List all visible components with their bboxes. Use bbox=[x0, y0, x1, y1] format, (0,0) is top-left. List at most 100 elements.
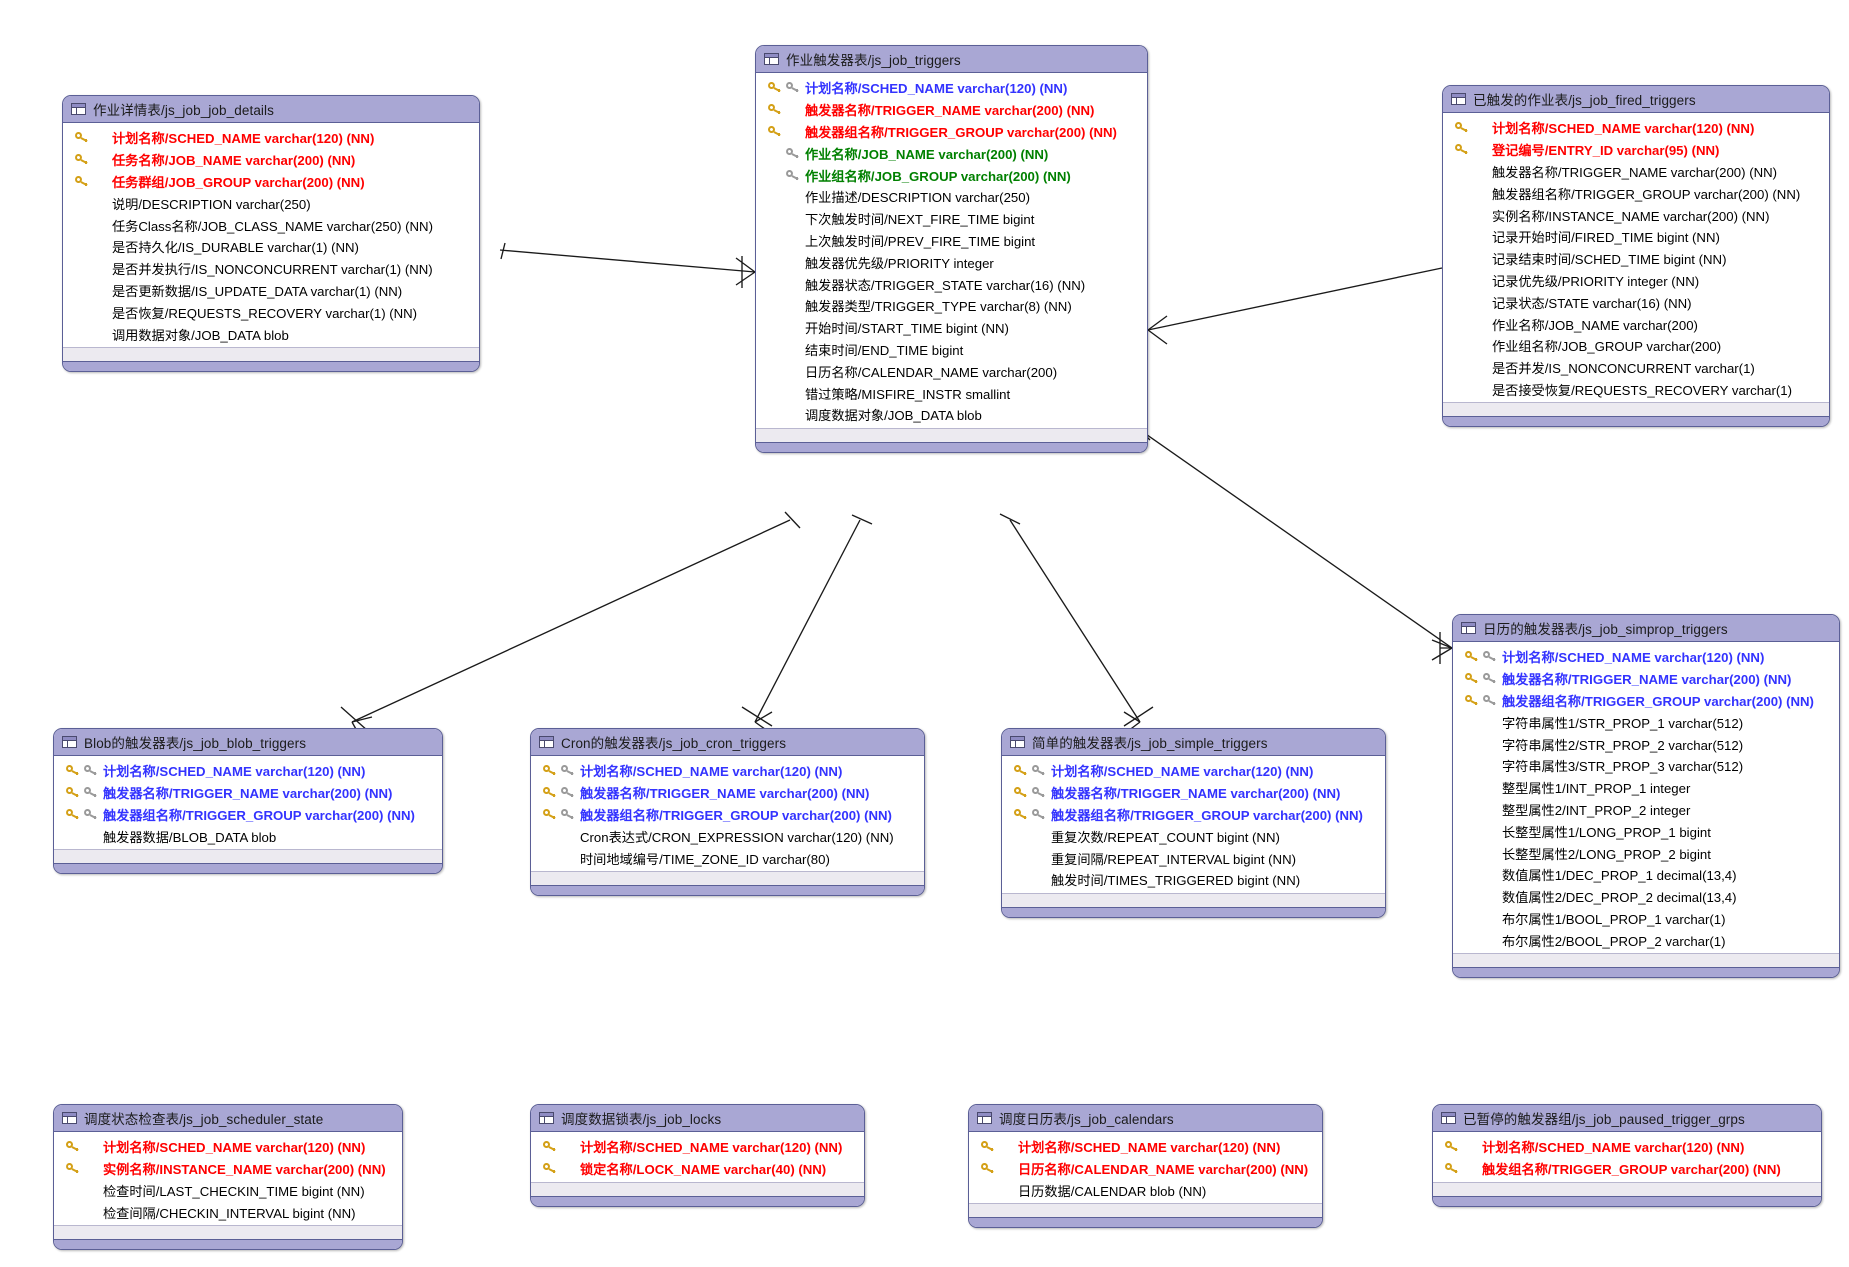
entity-header-simple_triggers[interactable]: 简单的触发器表/js_job_simple_triggers bbox=[1002, 729, 1385, 756]
entity-header-fired_triggers[interactable]: 已触发的作业表/js_job_fired_triggers bbox=[1443, 86, 1829, 113]
entity-header-scheduler_state[interactable]: 调度状态检查表/js_job_scheduler_state bbox=[54, 1105, 402, 1132]
attribute-row[interactable]: 触发器名称/TRIGGER_NAME varchar(200) (NN) bbox=[54, 782, 442, 804]
attribute-row[interactable]: 触发时间/TIMES_TRIGGERED bigint (NN) bbox=[1002, 869, 1385, 891]
attribute-row[interactable]: 调用数据对象/JOB_DATA blob bbox=[63, 323, 479, 345]
entity-locks[interactable]: 调度数据锁表/js_job_locks 计划名称/SCHED_NAME varch… bbox=[530, 1104, 865, 1207]
attribute-row[interactable]: 计划名称/SCHED_NAME varchar(120) (NN) bbox=[54, 1136, 402, 1158]
attribute-row[interactable]: 字符串属性3/STR_PROP_3 varchar(512) bbox=[1453, 755, 1839, 777]
entity-header-triggers[interactable]: 作业触发器表/js_job_triggers bbox=[756, 46, 1147, 73]
attribute-row[interactable]: 数值属性2/DEC_PROP_2 decimal(13,4) bbox=[1453, 886, 1839, 908]
attribute-row[interactable]: 布尔属性1/BOOL_PROP_1 varchar(1) bbox=[1453, 908, 1839, 930]
entity-header-cron_triggers[interactable]: Cron的触发器表/js_job_cron_triggers bbox=[531, 729, 924, 756]
entity-header-paused_trigger_grps[interactable]: 已暂停的触发器组/js_job_paused_trigger_grps bbox=[1433, 1105, 1821, 1132]
attribute-row[interactable]: 触发器组名称/TRIGGER_GROUP varchar(200) (NN) bbox=[1453, 690, 1839, 712]
attribute-row[interactable]: 日历名称/CALENDAR_NAME varchar(200) bbox=[756, 360, 1147, 382]
attribute-row[interactable]: 触发器名称/TRIGGER_NAME varchar(200) (NN) bbox=[531, 782, 924, 804]
attribute-row[interactable]: 记录优先级/PRIORITY integer (NN) bbox=[1443, 270, 1829, 292]
attribute-row[interactable]: 是否并发执行/IS_NONCONCURRENT varchar(1) (NN) bbox=[63, 258, 479, 280]
attribute-row[interactable]: 字符串属性2/STR_PROP_2 varchar(512) bbox=[1453, 733, 1839, 755]
attribute-row[interactable]: 日历数据/CALENDAR blob (NN) bbox=[969, 1180, 1322, 1202]
attribute-row[interactable]: 重复次数/REPEAT_COUNT bigint (NN) bbox=[1002, 825, 1385, 847]
attribute-row[interactable]: 登记编号/ENTRY_ID varchar(95) (NN) bbox=[1443, 139, 1829, 161]
entity-simprop_triggers[interactable]: 日历的触发器表/js_job_simprop_triggers 计划名称/SCHE… bbox=[1452, 614, 1840, 979]
attribute-row[interactable]: 触发器优先级/PRIORITY integer bbox=[756, 251, 1147, 273]
attribute-row[interactable]: 布尔属性2/BOOL_PROP_2 varchar(1) bbox=[1453, 929, 1839, 951]
attribute-row[interactable]: 锁定名称/LOCK_NAME varchar(40) (NN) bbox=[531, 1158, 864, 1180]
attribute-row[interactable]: 计划名称/SCHED_NAME varchar(120) (NN) bbox=[756, 77, 1147, 99]
attribute-row[interactable]: 计划名称/SCHED_NAME varchar(120) (NN) bbox=[531, 1136, 864, 1158]
attribute-row[interactable]: 检查时间/LAST_CHECKIN_TIME bigint (NN) bbox=[54, 1180, 402, 1202]
entity-job_details[interactable]: 作业详情表/js_job_job_details 计划名称/SCHED_NAME … bbox=[62, 95, 480, 372]
attribute-row[interactable]: 任务Class名称/JOB_CLASS_NAME varchar(250) (N… bbox=[63, 214, 479, 236]
attribute-row[interactable]: 长整型属性2/LONG_PROP_2 bigint bbox=[1453, 842, 1839, 864]
attribute-row[interactable]: 字符串属性1/STR_PROP_1 varchar(512) bbox=[1453, 711, 1839, 733]
entity-simple_triggers[interactable]: 简单的触发器表/js_job_simple_triggers 计划名称/SCHED… bbox=[1001, 728, 1386, 918]
attribute-row[interactable]: 任务名称/JOB_NAME varchar(200) (NN) bbox=[63, 149, 479, 171]
entity-header-simprop_triggers[interactable]: 日历的触发器表/js_job_simprop_triggers bbox=[1453, 615, 1839, 642]
attribute-row[interactable]: 触发器名称/TRIGGER_NAME varchar(200) (NN) bbox=[1453, 668, 1839, 690]
entity-calendars[interactable]: 调度日历表/js_job_calendars 计划名称/SCHED_NAME va… bbox=[968, 1104, 1323, 1229]
entity-scheduler_state[interactable]: 调度状态检查表/js_job_scheduler_state 计划名称/SCHED… bbox=[53, 1104, 403, 1251]
entity-fired_triggers[interactable]: 已触发的作业表/js_job_fired_triggers 计划名称/SCHED_… bbox=[1442, 85, 1830, 428]
attribute-row[interactable]: 是否恢复/REQUESTS_RECOVERY varchar(1) (NN) bbox=[63, 301, 479, 323]
attribute-row[interactable]: Cron表达式/CRON_EXPRESSION varchar(120) (NN… bbox=[531, 825, 924, 847]
attribute-row[interactable]: 触发器组名称/TRIGGER_GROUP varchar(200) (NN) bbox=[1443, 182, 1829, 204]
attribute-row[interactable]: 错过策略/MISFIRE_INSTR smallint bbox=[756, 382, 1147, 404]
attribute-row[interactable]: 作业名称/JOB_NAME varchar(200) (NN) bbox=[756, 142, 1147, 164]
attribute-row[interactable]: 是否接受恢复/REQUESTS_RECOVERY varchar(1) bbox=[1443, 379, 1829, 401]
attribute-row[interactable]: 触发器名称/TRIGGER_NAME varchar(200) (NN) bbox=[1002, 782, 1385, 804]
attribute-row[interactable]: 触发器名称/TRIGGER_NAME varchar(200) (NN) bbox=[756, 99, 1147, 121]
attribute-row[interactable]: 任务群组/JOB_GROUP varchar(200) (NN) bbox=[63, 171, 479, 193]
attribute-row[interactable]: 触发器组名称/TRIGGER_GROUP varchar(200) (NN) bbox=[756, 121, 1147, 143]
attribute-row[interactable]: 计划名称/SCHED_NAME varchar(120) (NN) bbox=[531, 760, 924, 782]
attribute-row[interactable]: 调度数据对象/JOB_DATA blob bbox=[756, 404, 1147, 426]
attribute-row[interactable]: 时间地域编号/TIME_ZONE_ID varchar(80) bbox=[531, 847, 924, 869]
attribute-row[interactable]: 记录结束时间/SCHED_TIME bigint (NN) bbox=[1443, 248, 1829, 270]
attribute-row[interactable]: 触发组名称/TRIGGER_GROUP varchar(200) (NN) bbox=[1433, 1158, 1821, 1180]
attribute-row[interactable]: 下次触发时间/NEXT_FIRE_TIME bigint bbox=[756, 208, 1147, 230]
entity-paused_trigger_grps[interactable]: 已暂停的触发器组/js_job_paused_trigger_grps 计划名称/… bbox=[1432, 1104, 1822, 1207]
attribute-row[interactable]: 触发器状态/TRIGGER_STATE varchar(16) (NN) bbox=[756, 273, 1147, 295]
attribute-row[interactable]: 记录开始时间/FIRED_TIME bigint (NN) bbox=[1443, 226, 1829, 248]
attribute-row[interactable]: 计划名称/SCHED_NAME varchar(120) (NN) bbox=[1443, 117, 1829, 139]
attribute-row[interactable]: 作业组名称/JOB_GROUP varchar(200) (NN) bbox=[756, 164, 1147, 186]
entity-header-blob_triggers[interactable]: Blob的触发器表/js_job_blob_triggers bbox=[54, 729, 442, 756]
attribute-row[interactable]: 重复间隔/REPEAT_INTERVAL bigint (NN) bbox=[1002, 847, 1385, 869]
attribute-row[interactable]: 触发器组名称/TRIGGER_GROUP varchar(200) (NN) bbox=[54, 804, 442, 826]
attribute-row[interactable]: 长整型属性1/LONG_PROP_1 bigint bbox=[1453, 820, 1839, 842]
attribute-row[interactable]: 是否持久化/IS_DURABLE varchar(1) (NN) bbox=[63, 236, 479, 258]
entity-header-locks[interactable]: 调度数据锁表/js_job_locks bbox=[531, 1105, 864, 1132]
attribute-row[interactable]: 计划名称/SCHED_NAME varchar(120) (NN) bbox=[969, 1136, 1322, 1158]
attribute-row[interactable]: 作业组名称/JOB_GROUP varchar(200) bbox=[1443, 335, 1829, 357]
attribute-row[interactable]: 开始时间/START_TIME bigint (NN) bbox=[756, 317, 1147, 339]
entity-blob_triggers[interactable]: Blob的触发器表/js_job_blob_triggers 计划名称/SCHED… bbox=[53, 728, 443, 875]
attribute-row[interactable]: 实例名称/INSTANCE_NAME varchar(200) (NN) bbox=[54, 1158, 402, 1180]
attribute-row[interactable]: 实例名称/INSTANCE_NAME varchar(200) (NN) bbox=[1443, 204, 1829, 226]
attribute-row[interactable]: 触发器类型/TRIGGER_TYPE varchar(8) (NN) bbox=[756, 295, 1147, 317]
attribute-row[interactable]: 计划名称/SCHED_NAME varchar(120) (NN) bbox=[54, 760, 442, 782]
attribute-row[interactable]: 说明/DESCRIPTION varchar(250) bbox=[63, 192, 479, 214]
entity-header-calendars[interactable]: 调度日历表/js_job_calendars bbox=[969, 1105, 1322, 1132]
attribute-row[interactable]: 触发器名称/TRIGGER_NAME varchar(200) (NN) bbox=[1443, 161, 1829, 183]
attribute-row[interactable]: 是否更新数据/IS_UPDATE_DATA varchar(1) (NN) bbox=[63, 280, 479, 302]
entity-triggers[interactable]: 作业触发器表/js_job_triggers 计划名称/SCHED_NAME va… bbox=[755, 45, 1148, 453]
attribute-row[interactable]: 作业描述/DESCRIPTION varchar(250) bbox=[756, 186, 1147, 208]
attribute-row[interactable]: 上次触发时间/PREV_FIRE_TIME bigint bbox=[756, 230, 1147, 252]
attribute-row[interactable]: 触发器组名称/TRIGGER_GROUP varchar(200) (NN) bbox=[1002, 804, 1385, 826]
attribute-row[interactable]: 计划名称/SCHED_NAME varchar(120) (NN) bbox=[63, 127, 479, 149]
entity-cron_triggers[interactable]: Cron的触发器表/js_job_cron_triggers 计划名称/SCHED… bbox=[530, 728, 925, 896]
attribute-row[interactable]: 是否并发/IS_NONCONCURRENT varchar(1) bbox=[1443, 357, 1829, 379]
attribute-row[interactable]: 检查间隔/CHECKIN_INTERVAL bigint (NN) bbox=[54, 1201, 402, 1223]
attribute-row[interactable]: 触发器数据/BLOB_DATA blob bbox=[54, 825, 442, 847]
attribute-row[interactable]: 结束时间/END_TIME bigint bbox=[756, 339, 1147, 361]
attribute-row[interactable]: 整型属性2/INT_PROP_2 integer bbox=[1453, 799, 1839, 821]
entity-header-job_details[interactable]: 作业详情表/js_job_job_details bbox=[63, 96, 479, 123]
attribute-row[interactable]: 计划名称/SCHED_NAME varchar(120) (NN) bbox=[1433, 1136, 1821, 1158]
attribute-row[interactable]: 整型属性1/INT_PROP_1 integer bbox=[1453, 777, 1839, 799]
attribute-row[interactable]: 计划名称/SCHED_NAME varchar(120) (NN) bbox=[1002, 760, 1385, 782]
attribute-row[interactable]: 日历名称/CALENDAR_NAME varchar(200) (NN) bbox=[969, 1158, 1322, 1180]
attribute-row[interactable]: 记录状态/STATE varchar(16) (NN) bbox=[1443, 291, 1829, 313]
attribute-row[interactable]: 触发器组名称/TRIGGER_GROUP varchar(200) (NN) bbox=[531, 804, 924, 826]
attribute-row[interactable]: 计划名称/SCHED_NAME varchar(120) (NN) bbox=[1453, 646, 1839, 668]
attribute-row[interactable]: 数值属性1/DEC_PROP_1 decimal(13,4) bbox=[1453, 864, 1839, 886]
